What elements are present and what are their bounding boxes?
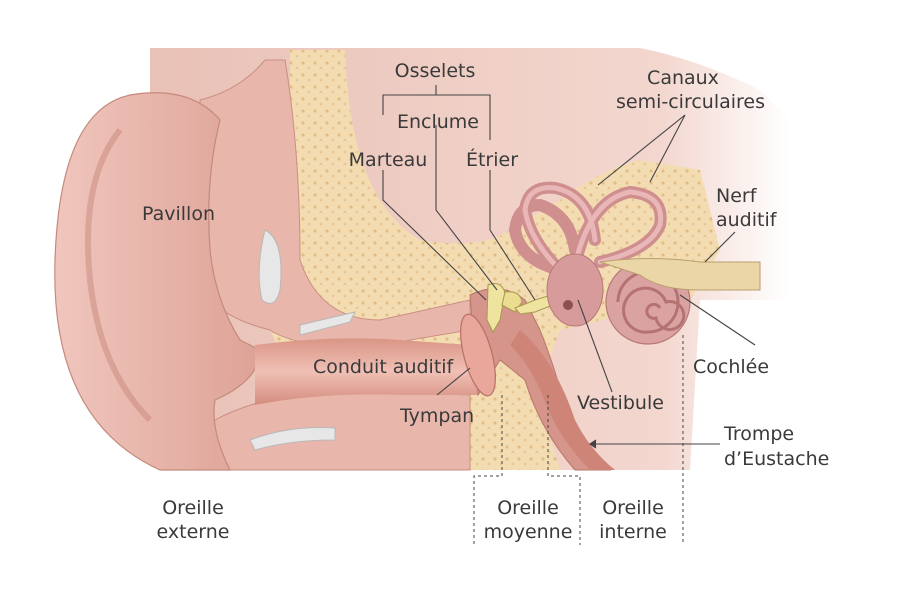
label-etrier: Étrier — [465, 149, 519, 171]
cartilage-lower — [249, 427, 336, 451]
label-enclume: Enclume — [396, 111, 479, 133]
label-trompe-line2: d’Eustache — [724, 448, 830, 470]
tympanic-membrane — [460, 313, 496, 397]
label-canaux-line1: Canaux — [647, 67, 719, 89]
label-vestibule: Vestibule — [577, 392, 664, 414]
label-conduit: Conduit auditif — [313, 356, 454, 378]
label-marteau: Marteau — [348, 149, 428, 171]
ear-canal — [255, 338, 478, 405]
label-nerf-line2: auditif — [716, 209, 777, 231]
zone-separators — [473, 335, 684, 545]
pinna — [54, 92, 261, 471]
cartilage-mid — [299, 311, 356, 336]
label-canaux-line2: semi-circulaires — [616, 91, 766, 113]
cartilage-upper — [258, 229, 282, 304]
label-oreille-externe-line2: externe — [156, 521, 230, 543]
leader-lines — [382, 85, 756, 449]
label-trompe-line1: Trompe — [724, 423, 795, 445]
label-osselets: Osselets — [394, 60, 476, 82]
vestibule — [546, 253, 604, 327]
pinna-fold — [85, 128, 153, 423]
label-oreille-interne-line2: interne — [599, 521, 667, 543]
vestibule-oval-window — [563, 300, 573, 310]
label-pavillon: Pavillon — [142, 203, 215, 225]
eustachian-tube — [510, 330, 615, 470]
label-oreille-moyenne-line1: Oreille — [497, 497, 559, 519]
auditory-nerve — [599, 258, 761, 291]
ossicles — [486, 283, 551, 334]
label-tympan: Tympan — [400, 405, 475, 427]
label-oreille-externe-line1: Oreille — [162, 497, 224, 519]
label-cochlee: Cochlée — [693, 356, 770, 378]
label-oreille-interne-line1: Oreille — [602, 497, 664, 519]
label-nerf-line1: Nerf — [716, 185, 757, 207]
label-oreille-moyenne-line2: moyenne — [483, 521, 573, 543]
